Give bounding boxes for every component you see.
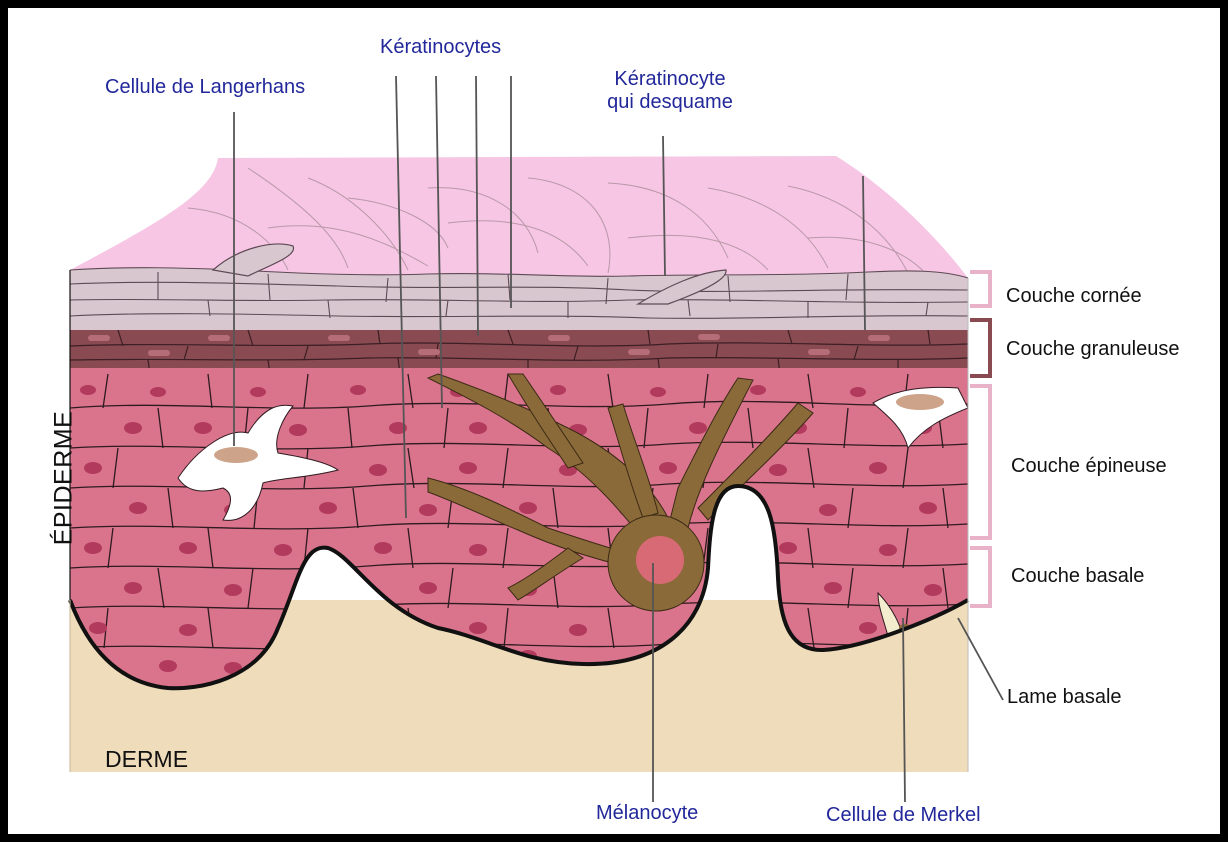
langerhans-nucleus [214, 447, 258, 463]
label-couche-cornee: Couche cornée [1006, 285, 1142, 308]
granular-layer [70, 330, 968, 374]
label-epiderme: ÉPIDERME [50, 411, 79, 546]
diagram-frame: Cellule de Langerhans Kératinocytes Kéra… [8, 8, 1220, 834]
label-keratinocytes: Kératinocytes [380, 36, 501, 59]
label-melanocyte: Mélanocyte [596, 802, 698, 825]
label-langerhans: Cellule de Langerhans [105, 76, 305, 99]
label-couche-granuleuse: Couche granuleuse [1006, 338, 1179, 361]
label-desquame-line2: qui desquame [590, 91, 750, 114]
label-derme: DERME [105, 746, 188, 772]
label-desquame: Kératinocyte qui desquame [590, 68, 750, 114]
skin-diagram [8, 8, 1220, 834]
label-desquame-line1: Kératinocyte [590, 68, 750, 91]
melanocyte-nucleus [636, 536, 684, 584]
bracket-basale [970, 548, 990, 606]
bracket-granuleuse [970, 320, 990, 376]
bracket-cornee [970, 272, 990, 306]
corneum-flakes [70, 268, 968, 330]
label-couche-basale: Couche basale [1011, 565, 1144, 588]
label-merkel: Cellule de Merkel [826, 804, 981, 827]
label-couche-epineuse: Couche épineuse [1011, 455, 1167, 478]
bracket-epineuse [970, 386, 990, 538]
label-lame-basale: Lame basale [1007, 686, 1122, 709]
